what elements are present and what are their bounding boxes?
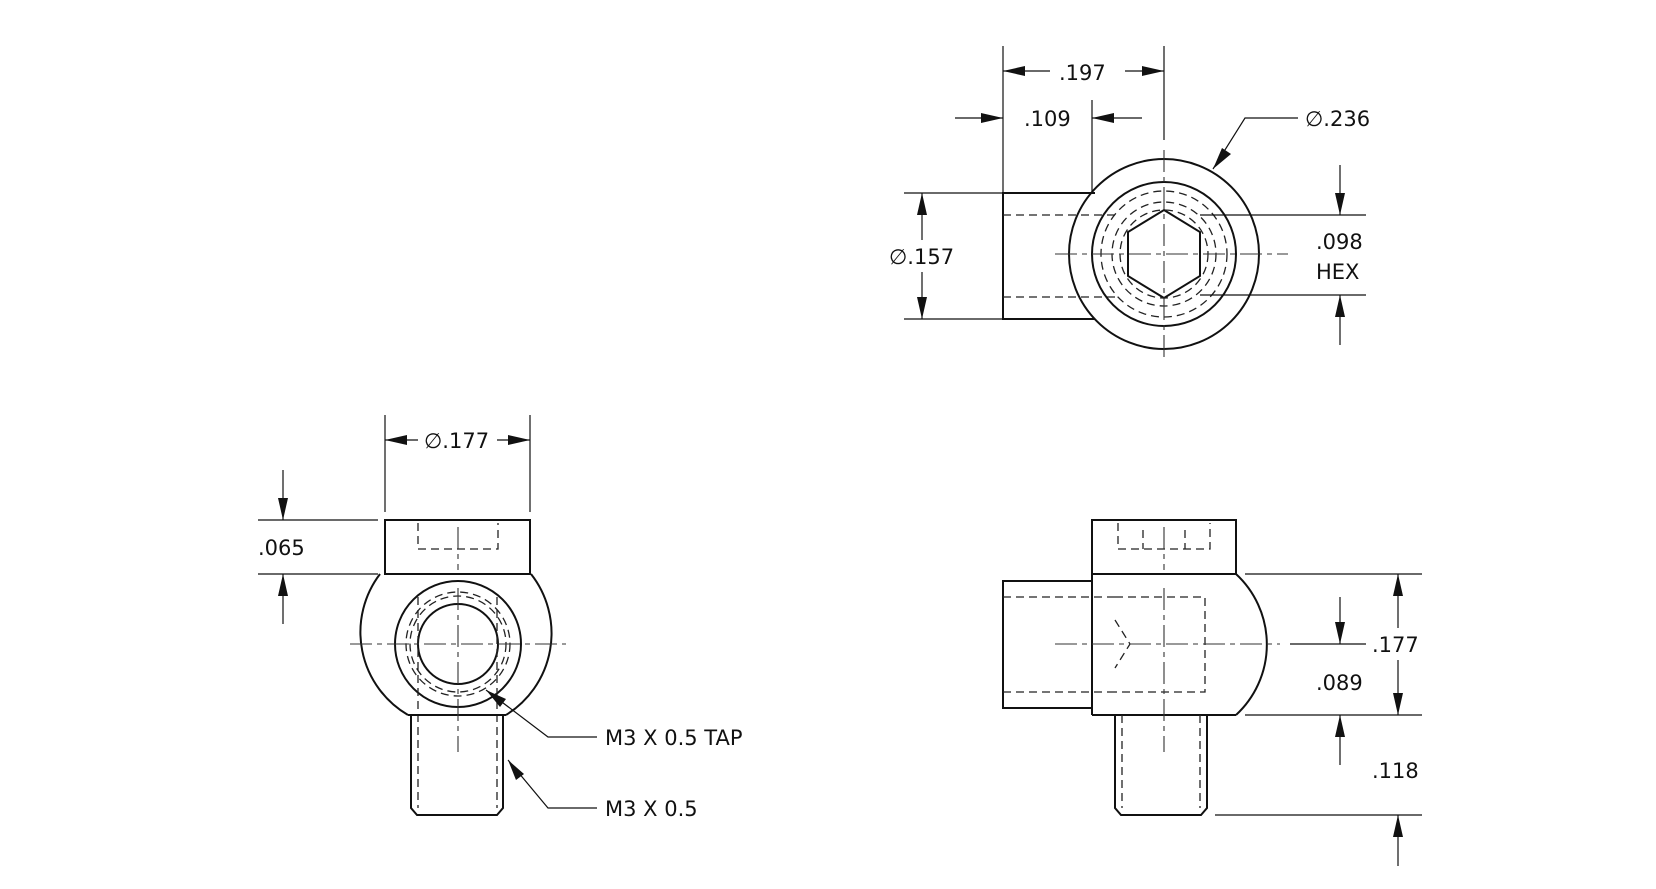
- dim-boss-diameter: ∅.157: [889, 245, 954, 269]
- callout-thread: M3 X 0.5: [605, 797, 698, 821]
- side-view: [1002, 519, 1280, 816]
- front-view-dimensions: ∅.177 .065 M3 X 0.5 TAP M3 X 0.5: [258, 415, 743, 821]
- dim-boss-length: .109: [1024, 107, 1071, 131]
- top-view: [1002, 150, 1288, 362]
- dim-stud-length: .118: [1372, 759, 1419, 783]
- dim-hex-size: .098: [1316, 230, 1363, 254]
- dim-cap-diameter: ∅.177: [424, 429, 489, 453]
- dim-body-height: .177: [1372, 633, 1419, 657]
- dim-sphere-diameter: ∅.236: [1305, 107, 1370, 131]
- callout-tap: M3 X 0.5 TAP: [605, 726, 743, 750]
- side-view-dimensions: .177 .089 .118: [1215, 573, 1422, 866]
- dim-center-height: .089: [1316, 671, 1363, 695]
- top-view-dimensions: .197 .109 ∅.236 ∅.157 .098 HEX: [889, 46, 1370, 345]
- dim-hex-label: HEX: [1316, 260, 1359, 284]
- dim-cap-height: .065: [258, 536, 305, 560]
- dim-overall-width: .197: [1059, 61, 1106, 85]
- front-view: [350, 519, 566, 816]
